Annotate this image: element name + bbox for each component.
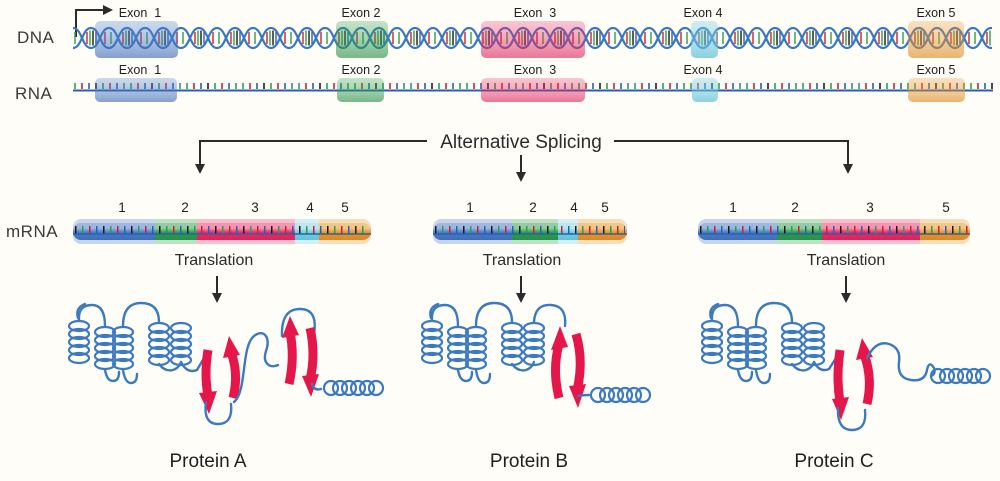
mrna-a-exon3-number: 3: [251, 200, 259, 215]
dna-exon2-highlight: [336, 21, 388, 58]
protein-a-structure: [67, 301, 385, 426]
rna-exon5-label: Exon 5: [916, 63, 956, 77]
translation-label-a: Translation: [174, 252, 254, 269]
mrna-a-exon5-number: 5: [341, 200, 349, 215]
protein-a-label: Protein A: [169, 451, 247, 472]
mrna-c-exon1-number: 1: [729, 200, 737, 215]
mrna-c-exon3-number: 3: [866, 200, 874, 215]
rna-exon5-highlight: [908, 78, 965, 102]
rna-row-label: RNA: [15, 84, 53, 103]
dna-exon5-label: Exon 5: [916, 6, 956, 20]
rna-exon2-label: Exon 2: [341, 63, 381, 77]
dna-exon1-label: Exon 1: [118, 6, 162, 20]
protein-c-label: Protein C: [794, 451, 874, 472]
mrna-a-exon2-number: 2: [181, 200, 189, 215]
protein-c-structure: [700, 301, 992, 432]
translation-arrow-c: [841, 276, 851, 303]
protein-b-label: Protein B: [489, 451, 569, 472]
mrna-b-exon2-number: 2: [529, 200, 537, 215]
translation-label-b: Translation: [482, 252, 562, 269]
rna-exon1-highlight: [95, 78, 177, 102]
dna-row-label: DNA: [17, 28, 55, 47]
mrna-a-base-ticks: [75, 226, 369, 234]
mrna-b-exon4-number: 4: [570, 200, 578, 215]
mrna-c-bar: [698, 219, 970, 244]
dna-exon4-highlight: [691, 21, 718, 58]
dna-exon3-label: Exon 3: [513, 6, 557, 20]
mrna-b-bar: [433, 219, 627, 244]
mrna-b-base-ticks: [435, 226, 625, 234]
dna-exon4-label: Exon 4: [683, 6, 723, 20]
translation-arrow-a: [212, 276, 222, 303]
mrna-b-exon1-number: 1: [466, 200, 474, 215]
rna-exon4-highlight: [692, 78, 718, 102]
dna-exon5-highlight: [908, 21, 964, 58]
mrna-a-backbone-line: [73, 233, 371, 235]
rna-exon3-label: Exon 3: [513, 63, 557, 77]
mrna-a-exon1-number: 1: [118, 200, 126, 215]
mrna-c-backbone-line: [698, 233, 970, 235]
rna-exon4-label: Exon 4: [683, 63, 723, 77]
rna-exon1-label: Exon 1: [118, 63, 162, 77]
protein-b-structure: [420, 301, 652, 408]
splicing-connector-arrows: [195, 140, 853, 182]
mrna-b-backbone-line: [433, 233, 627, 235]
translation-arrow-b: [516, 276, 526, 303]
mrna-b-exon5-number: 5: [601, 200, 609, 215]
alternative-splicing-label: Alternative Splicing: [440, 132, 602, 153]
mrna-c-exon5-number: 5: [942, 200, 950, 215]
translation-label-c: Translation: [806, 252, 886, 269]
mrna-c-exon2-number: 2: [791, 200, 799, 215]
mrna-a-exon4-number: 4: [306, 200, 314, 215]
dna-exon3-highlight: [481, 21, 585, 58]
rna-exon3-highlight: [481, 78, 585, 102]
dna-exon2-label: Exon 2: [341, 6, 381, 20]
mrna-c-base-ticks: [700, 226, 968, 234]
dna-exon1-highlight: [95, 21, 178, 58]
rna-exon2-highlight: [337, 78, 384, 102]
mrna-row-label: mRNA: [6, 222, 59, 241]
mrna-a-bar: [73, 219, 371, 244]
